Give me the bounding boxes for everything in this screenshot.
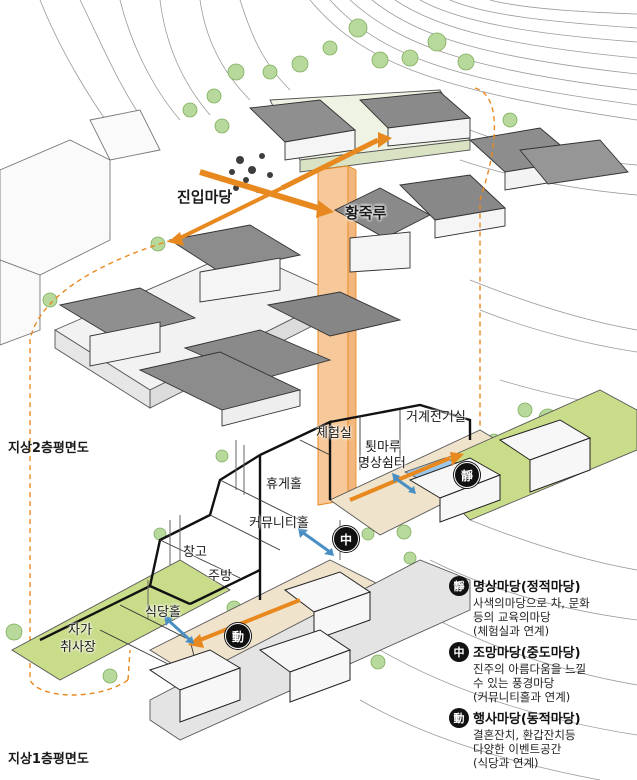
quiet-yard-badge: 靜 [454,462,480,488]
boundary-dashed [29,87,496,696]
legend-badge-middle: 中 [449,642,469,662]
legend-desc-line: 사색의마당으로 차, 문화 [473,596,590,610]
own-lodging-label-top: 자가 [68,623,92,638]
lower-pavilions [148,419,592,723]
legend-desc-middle: 진주의 아름다움을 느낄 수 있는 풍경마당 (커뮤니티홀과 연계) [473,662,586,704]
upper-arrows [168,132,392,246]
legend-badge-active: 動 [449,708,469,728]
legend-item-quiet: 靜 명상마당(정적마당) 사색의마당으로 차, 문화 등의 교육의마당 (체험실… [447,574,637,640]
dining-hall-label: 식당홀 [145,605,181,620]
legend-desc-line: 진주의 아름다움을 느낄 [473,662,587,676]
blue-arrows [164,473,416,644]
experience-room-label: 체험실 [316,426,352,441]
legend-title-quiet: 명상마당(정적마당) [473,580,581,595]
legend-desc-line: (커뮤니티홀과 연계) [473,690,571,704]
legend-item-middle: 中 조망마당(중도마당) 진주의 아름다움을 느낄 수 있는 풍경마당 (커뮤니… [447,640,637,706]
lower-walls [39,403,472,642]
lower-floor-title: 지상1층평면도 [8,752,89,767]
upper-roofs [58,91,629,427]
legend-badge-quiet: 靜 [449,576,469,596]
legend-title-active: 행사마당(동적마당) [473,712,581,727]
legend-item-active: 動 행사마당(동적마당) 결혼잔치, 환갑잔치등 다양한 이벤트공간 (식당과 … [447,706,637,776]
kitchen-label: 주방 [208,569,232,584]
legend-desc-line: 다양한 이벤트공간 [473,742,562,756]
electrical-room-label: 거계전기실 [406,410,466,425]
legend-desc-line: 결혼잔치, 환갑잔치등 [473,728,576,742]
bamboo [147,440,341,620]
storage-label: 창고 [183,545,207,560]
meditation-label: 명상쉼터 [358,456,406,471]
left-neighbors [0,109,161,346]
lounge-label: 휴게홀 [266,477,302,492]
toenmaru-label: 툇마루 [365,440,401,455]
own-lodging-label-bottom: 취사장 [60,640,96,655]
legend-desc-line: (식당과 연계) [473,756,539,770]
legend-desc-line: 수 있는 풍경마당 [473,676,555,690]
legend-desc-line: (체험실과 연계) [473,624,550,638]
community-hall-label: 커뮤니티홀 [249,516,309,531]
legend-desc-quiet: 사색의마당으로 차, 문화 등의 교육의마당 (체험실과 연계) [473,596,590,638]
pavilion-label: 황죽루 [345,204,387,222]
legend-title-middle: 조망마당(중도마당) [473,646,581,661]
entry-yard-label: 진입마당 [177,188,233,206]
middle-yard-badge: 中 [333,526,359,552]
lower-arrows [188,452,464,648]
legend-desc-active: 결혼잔치, 환갑잔치등 다양한 이벤트공간 (식당과 연계) [473,728,576,770]
legend-desc-line: 등의 교육의마당 [473,610,551,624]
active-yard-badge: 動 [225,623,251,649]
trees [5,18,592,695]
upper-floor-title: 지상2층평면도 [8,441,89,456]
legend: 靜 명상마당(정적마당) 사색의마당으로 차, 문화 등의 교육의마당 (체험실… [447,574,637,780]
